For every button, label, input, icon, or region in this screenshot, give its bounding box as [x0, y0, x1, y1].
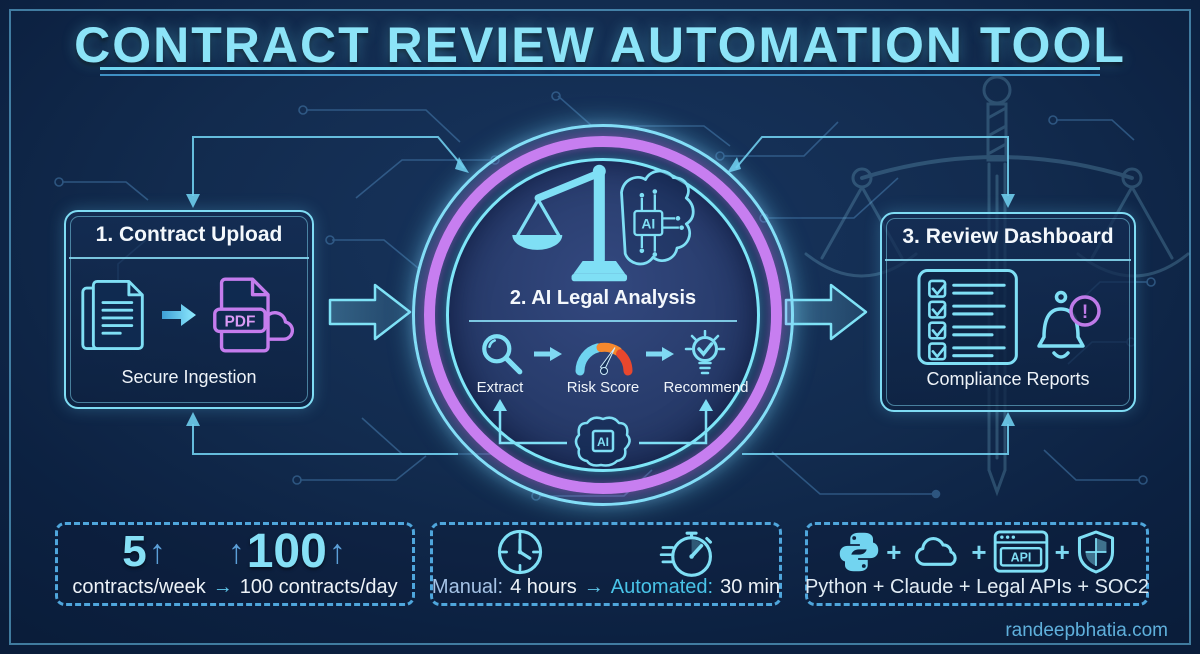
svg-text:PDF: PDF [224, 314, 255, 331]
substep-arrow-icon [646, 347, 674, 361]
page-title: CONTRACT REVIEW AUTOMATION TOOL [74, 17, 1126, 73]
substep-label-extract: Extract [476, 379, 524, 396]
svg-text:!: ! [1082, 302, 1088, 323]
throughput-before-value: 5 [122, 527, 147, 576]
substep-label-risk-score: Risk Score [566, 379, 640, 396]
up-arrow-icon: ↑ [328, 533, 346, 571]
magnifier-icon [482, 334, 523, 375]
flow-arrow-left [328, 283, 412, 341]
up-arrow-icon: ↑ [227, 533, 245, 571]
svg-text:AI: AI [597, 435, 609, 449]
website-credit: randeepbhatia.com [1005, 620, 1168, 641]
right-arrow-icon: → [583, 576, 604, 598]
step2-title: 2. AI Legal Analysis [509, 287, 697, 309]
automated-value: 30 min [720, 576, 781, 598]
pdf-cloud-icon: PDF [213, 277, 295, 353]
checklist-icon [917, 268, 1018, 366]
clock-icon [497, 529, 543, 575]
throughput-caption-after: 100 contracts/day [239, 576, 398, 598]
substep-arrow-icon [534, 347, 562, 361]
step3-caption: Compliance Reports [926, 369, 1090, 389]
plus-icon: + [1054, 536, 1070, 567]
up-arrow-icon: ↑ [148, 533, 166, 571]
tech-stack-caption: Python + Claude + Legal APIs + SOC2 [804, 576, 1150, 598]
step2-separator [469, 320, 737, 322]
ai-brain-chip-icon: AI [493, 399, 713, 467]
flow-arrow-right [784, 283, 868, 341]
right-arrow-icon: → [212, 576, 233, 598]
automated-label: Automated: [610, 576, 714, 598]
arrow-right-icon [162, 304, 196, 326]
plus-icon: + [971, 536, 987, 567]
step2-ai-analysis-circle: AI 2. AI Legal Analysis [412, 124, 794, 506]
feedback-lines [192, 136, 1009, 455]
plus-icon: + [886, 536, 902, 567]
stat-tech-stack-box: + + API + Python + Claude + Legal APIs + [805, 522, 1149, 606]
stopwatch-icon [659, 531, 712, 577]
manual-label: Manual: [431, 576, 504, 598]
step1-separator [69, 257, 309, 259]
lightbulb-check-icon [684, 330, 726, 375]
step3-review-dashboard-box: 3. Review Dashboard [880, 212, 1136, 412]
svg-text:API: API [1010, 551, 1031, 565]
step1-contract-upload-box: 1. Contract Upload [64, 210, 314, 409]
alert-bell-icon: ! [1037, 290, 1101, 359]
stat-throughput-box: 5 ↑ ↑ 100 ↑ contracts/week → 100 contrac… [55, 522, 415, 606]
documents-icon [81, 279, 144, 351]
svg-text:AI: AI [641, 216, 655, 232]
api-window-icon: API [993, 530, 1048, 573]
title-underline [100, 67, 1100, 76]
stat-time-savings-box: Manual: 4 hours → Automated: 30 min [430, 522, 782, 606]
scales-ai-brain-icon: AI [512, 164, 695, 282]
gauge-icon [575, 342, 633, 376]
step1-caption: Secure Ingestion [121, 367, 257, 387]
substep-label-recommend: Recommend [663, 379, 749, 396]
throughput-caption-before: contracts/week [72, 576, 206, 598]
shield-icon [1077, 530, 1114, 574]
manual-value: 4 hours [510, 576, 577, 598]
cloud-icon [915, 537, 958, 566]
step3-separator [885, 259, 1131, 261]
step3-title: 3. Review Dashboard [902, 225, 1114, 248]
purple-ring [424, 136, 782, 494]
step1-title: 1. Contract Upload [95, 223, 283, 246]
python-icon [839, 532, 879, 572]
throughput-after-value: 100 [246, 525, 327, 578]
